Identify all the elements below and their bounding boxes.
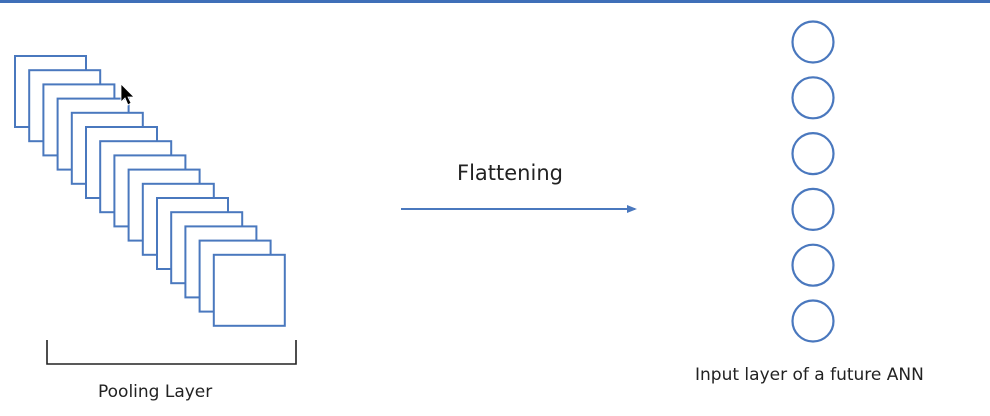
window-top-border	[0, 0, 990, 3]
input-neuron	[791, 76, 835, 120]
input-layer-label: Input layer of a future ANN	[695, 365, 924, 385]
flattening-label: Flattening	[457, 161, 563, 185]
input-neuron	[791, 132, 835, 176]
pooling-layer-stack	[14, 55, 286, 327]
pooling-feature-map	[212, 253, 286, 327]
mouse-pointer-icon	[120, 83, 135, 106]
input-neuron	[791, 243, 835, 287]
input-neuron	[791, 187, 835, 231]
input-neuron	[791, 20, 835, 64]
input-layer-neurons	[791, 20, 835, 343]
pooling-layer-bracket	[46, 340, 297, 365]
input-neuron	[791, 299, 835, 343]
pooling-layer-label: Pooling Layer	[98, 382, 213, 402]
